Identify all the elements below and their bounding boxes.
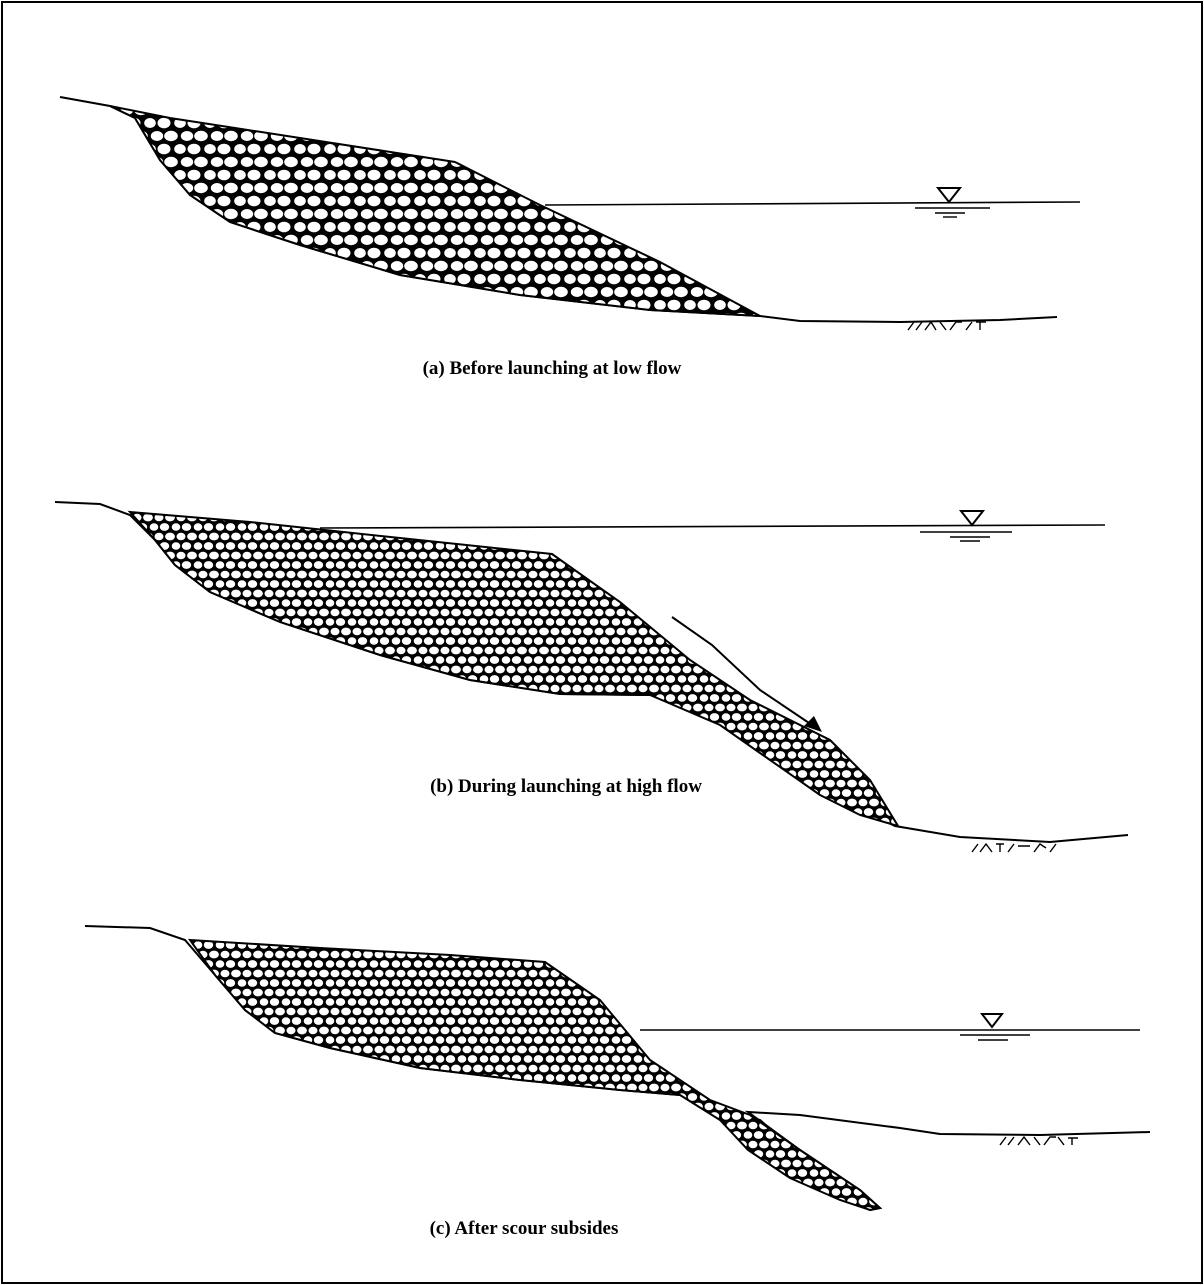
panel-a: (a) Before launching at low flow — [60, 97, 1080, 379]
panel-a-water-surface — [545, 202, 1080, 205]
panel-c-riprap-mass — [190, 940, 880, 1210]
panel-a-caption: (a) Before launching at low flow — [423, 358, 682, 379]
soil-hatch-icon — [1000, 1137, 1078, 1145]
panel-c-caption: (c) After scour subsides — [430, 1218, 619, 1239]
soil-hatch-icon — [972, 844, 1056, 852]
panel-a-riprap-mass — [110, 106, 760, 316]
panel-b-caption: (b) During launching at high flow — [430, 776, 702, 797]
panel-b-water-surface — [320, 525, 1105, 528]
panel-b: (b) During launching at high flow — [55, 502, 1128, 852]
water-level-icon — [960, 1014, 1030, 1040]
panel-c: (c) After scour subsides — [85, 926, 1150, 1239]
soil-hatch-icon — [908, 322, 986, 330]
